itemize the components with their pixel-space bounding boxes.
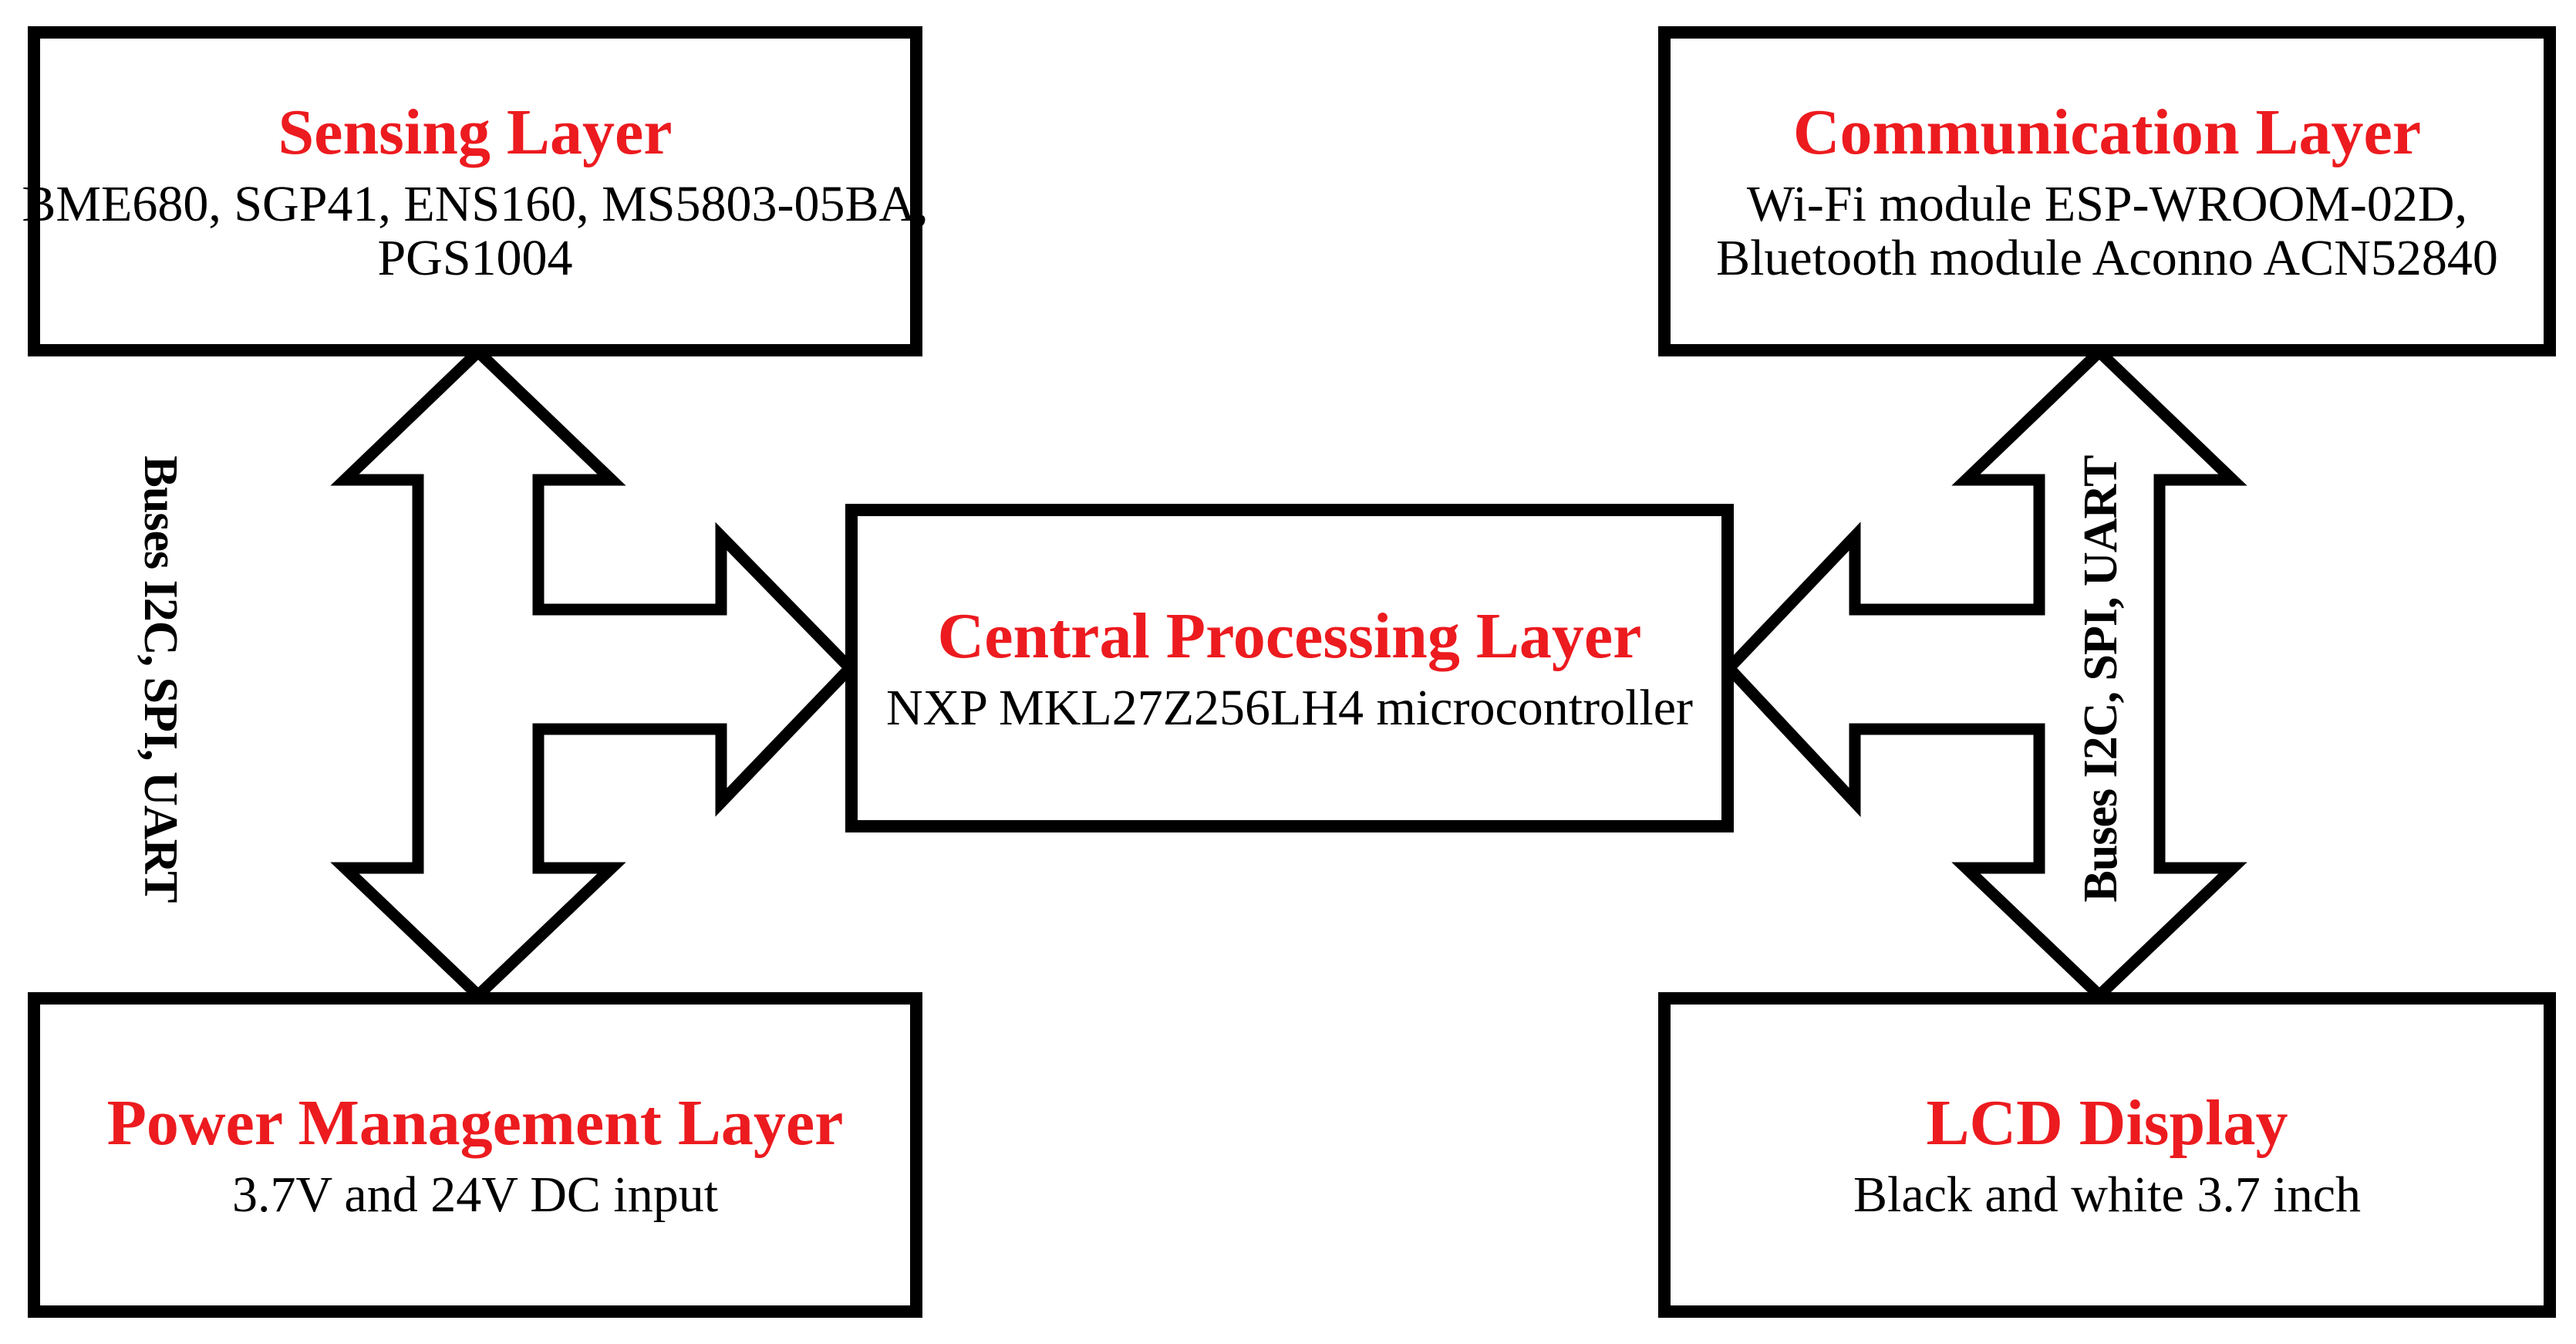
left-bus-arrow-label: Buses I2C, SPI, UART bbox=[134, 455, 187, 903]
power-management-layer-line: 3.7V and 24V DC input bbox=[231, 1167, 719, 1224]
sensing-layer-line: PGS1004 bbox=[377, 230, 573, 287]
communication-layer-line: Bluetooth module Aconno ACN52840 bbox=[1716, 230, 2498, 287]
left-bus-arrow bbox=[330, 343, 858, 1004]
sensing-layer-box: Sensing Layer BME680, SGP41, ENS160, MS5… bbox=[22, 26, 929, 356]
communication-layer-box: Communication Layer Wi-Fi module ESP-WRO… bbox=[1658, 26, 2556, 356]
sensing-layer-line: BME680, SGP41, ENS160, MS5803-05BA, bbox=[22, 176, 929, 233]
central-processing-layer-line: NXP MKL27Z256LH4 microcontroller bbox=[885, 680, 1694, 737]
sensing-layer-title: Sensing Layer bbox=[278, 96, 673, 168]
lcd-display-title: LCD Display bbox=[1926, 1086, 2288, 1159]
right-bus-arrow bbox=[1721, 343, 2247, 1004]
communication-layer-title: Communication Layer bbox=[1792, 96, 2422, 168]
lcd-display-box: LCD Display Black and white 3.7 inch bbox=[1658, 992, 2556, 1318]
lcd-display-line: Black and white 3.7 inch bbox=[1853, 1167, 2361, 1224]
central-processing-layer-box: Central Processing Layer NXP MKL27Z256LH… bbox=[845, 504, 1734, 832]
central-processing-layer-title: Central Processing Layer bbox=[937, 599, 1642, 672]
communication-layer-line: Wi-Fi module ESP-WROOM-02D, bbox=[1746, 176, 2468, 233]
power-management-layer-title: Power Management Layer bbox=[106, 1086, 844, 1159]
power-management-layer-box: Power Management Layer 3.7V and 24V DC i… bbox=[28, 992, 922, 1318]
right-bus-arrow-label: Buses I2C, SPI, UART bbox=[2075, 455, 2127, 903]
